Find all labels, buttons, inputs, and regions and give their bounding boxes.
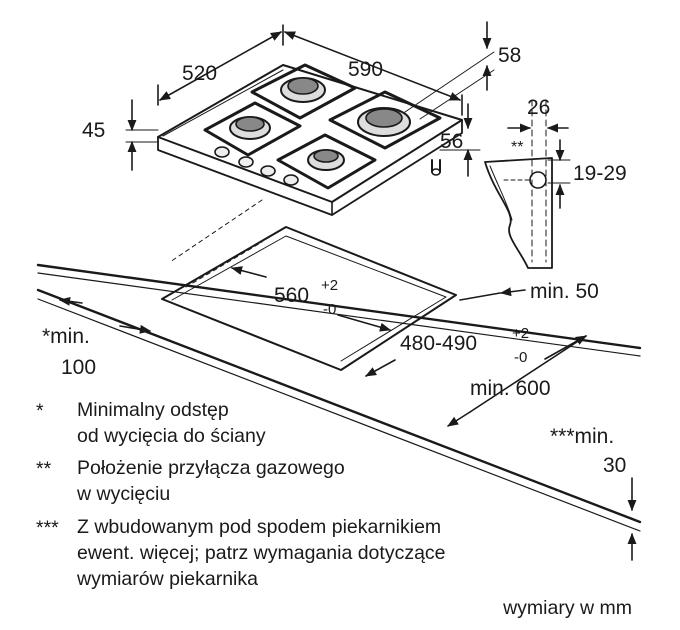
- connector-height-label: 19-29: [573, 162, 627, 185]
- cutout-width-tol-minus: -0: [323, 301, 336, 318]
- gas-connector: [431, 159, 441, 176]
- hob-height-dimension: [125, 99, 159, 171]
- min-bottom-value: 30: [603, 454, 626, 477]
- hob-depth-label: 520: [182, 62, 217, 85]
- cutout-width-tol-plus: +2: [321, 277, 338, 294]
- units-note: wymiary w mm: [503, 597, 632, 619]
- legend-line-1a: Minimalny odstęp: [77, 399, 229, 421]
- hob-width-label: 590: [348, 58, 383, 81]
- cutout-depth-tol-plus: +2: [512, 325, 529, 342]
- side-offset-label: 56: [440, 130, 463, 153]
- connector-width-label: 26: [527, 96, 550, 119]
- min-bottom-label: ***min.: [550, 425, 614, 448]
- hob-width-dimension: [283, 31, 463, 116]
- cutout-depth-tol-minus: -0: [514, 349, 527, 366]
- hob-height-label: 45: [82, 119, 105, 142]
- min-back-label: min. 600: [470, 377, 551, 400]
- connector-mark: **: [511, 139, 523, 156]
- min-side-value: 100: [61, 356, 96, 379]
- burner-left: [203, 101, 302, 157]
- side-offset-dimension: [439, 103, 481, 177]
- legend-line-2a: Położenie przyłącza gazowego: [77, 457, 345, 479]
- cutout-depth-label: 480-490: [400, 332, 477, 355]
- cutout: [161, 226, 457, 371]
- min-side-label: *min.: [42, 325, 90, 348]
- burner-front: [276, 133, 377, 190]
- legend-line-3c: wymiarów piekarnika: [77, 568, 258, 590]
- legend-line-3b: ewent. więcej; patrz wymagania dotyczące: [77, 542, 446, 564]
- control-knobs: [214, 146, 299, 186]
- min-front-label: min. 50: [530, 280, 599, 303]
- cutout-width-label: 560: [274, 284, 309, 307]
- legend-mark-3: ***: [36, 517, 59, 539]
- min-side-arrows: [58, 296, 152, 334]
- legend-line-1b: od wycięcia do ściany: [77, 425, 266, 447]
- hob-depth-dimension: [157, 24, 284, 106]
- connector-height-dimension: [547, 139, 571, 209]
- min-front-arrow: [459, 287, 526, 301]
- burner-right: [328, 90, 442, 150]
- top-offset-label: 58: [498, 44, 521, 67]
- cutout-width-arrow: [230, 266, 392, 332]
- connector-profile: [484, 99, 553, 269]
- legend-line-3a: Z wbudowanym pod spodem piekarnikiem: [77, 516, 442, 538]
- legend-line-2b: w wycięciu: [77, 483, 171, 505]
- legend-mark-2: **: [36, 458, 52, 480]
- legend-mark-1: *: [36, 400, 44, 422]
- top-offset-dimension: [404, 21, 495, 120]
- min-back-arrow: [447, 335, 587, 427]
